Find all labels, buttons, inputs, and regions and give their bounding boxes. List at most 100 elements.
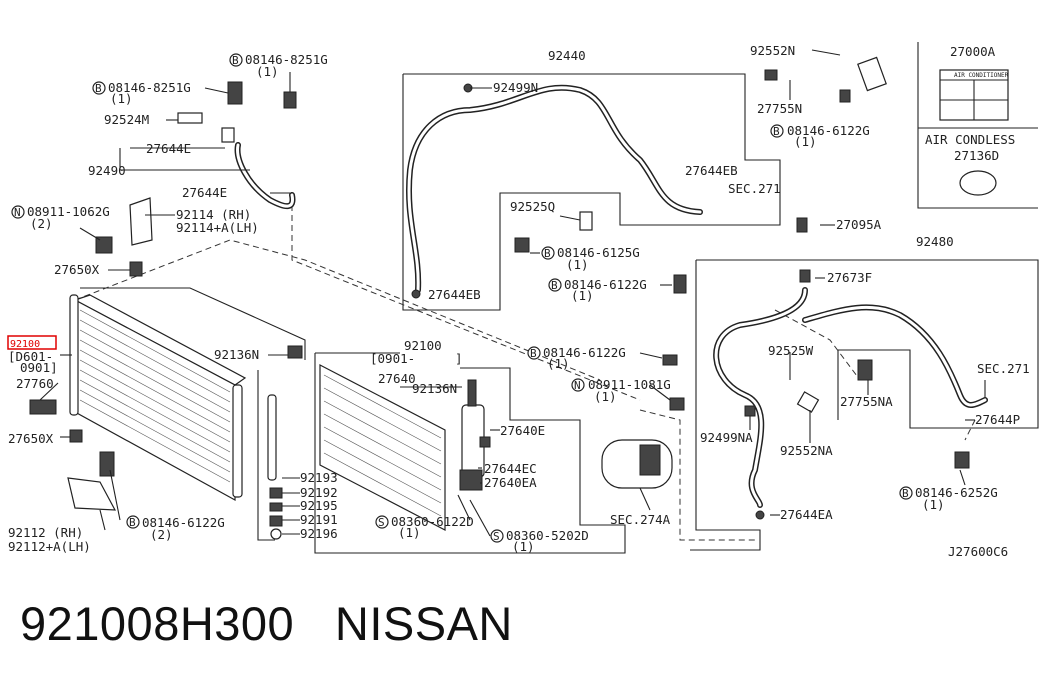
callout-92114[interactable]: 92114 (RH) <box>176 207 251 222</box>
callout-date-start: [D601- <box>8 349 53 364</box>
callout-92195[interactable]: 92195 <box>300 498 338 513</box>
callout-92499n[interactable]: 92499N <box>493 80 538 95</box>
callout-08146-6122g[interactable]: 08146-6122G <box>543 345 626 360</box>
callout-92136n[interactable]: 92136N <box>214 347 259 362</box>
callout-27644p[interactable]: 27644P <box>975 412 1020 427</box>
callout-92114a[interactable]: 92114+A(LH) <box>176 220 259 235</box>
callout-92112[interactable]: 92112 (RH) <box>8 525 83 540</box>
mark-b: B <box>129 516 136 529</box>
callout-qty: (1) <box>594 389 617 404</box>
condenser-left <box>69 294 277 502</box>
mark-b: B <box>551 279 558 292</box>
callout-qty: (1) <box>922 497 945 512</box>
highlight-box <box>7 335 57 350</box>
callout-27095a[interactable]: 27095A <box>836 217 882 232</box>
mark-b: B <box>232 54 239 67</box>
label-sticker-text: AIR CONDITIONER <box>954 72 1009 79</box>
callout-92480[interactable]: 92480 <box>916 234 954 249</box>
callout-27760[interactable]: 27760 <box>16 376 54 391</box>
mark-b: B <box>95 82 102 95</box>
callout-27755n[interactable]: 27755N <box>757 101 802 116</box>
callout-date-end: 0901] <box>20 360 58 375</box>
callout-qty: (2) <box>30 216 53 231</box>
condenser-center <box>319 364 485 531</box>
leader-lines <box>39 49 986 537</box>
callout-bracket: ] <box>455 351 463 366</box>
callout-08146-8251g[interactable]: 08146-8251G <box>108 80 191 95</box>
mark-b: B <box>544 247 551 260</box>
mark-s: S <box>378 516 385 529</box>
callout-08360-6122d[interactable]: 08360-6122D <box>391 514 474 529</box>
dashed-routes <box>74 205 976 541</box>
callout-27755na[interactable]: 27755NA <box>840 394 893 409</box>
callouts: 92100 [D601- 0901] 27760 27650X 27650X 9… <box>8 43 1030 559</box>
mark-n: N <box>14 206 21 219</box>
callout-92525w[interactable]: 92525W <box>768 343 814 358</box>
pipes <box>234 84 988 508</box>
callout-27650x[interactable]: 27650X <box>8 431 54 446</box>
callout-92525q[interactable]: 92525Q <box>510 199 555 214</box>
callout-08911-1062g[interactable]: 08911-1062G <box>27 204 110 219</box>
callout-27644ec[interactable]: 27644EC <box>484 461 537 476</box>
callout-92191[interactable]: 92191 <box>300 512 338 527</box>
callout-qty: (1) <box>110 91 133 106</box>
part-number: 921008H300 <box>20 597 295 650</box>
callout-27136d[interactable]: 27136D <box>954 148 999 163</box>
callout-92440[interactable]: 92440 <box>548 48 586 63</box>
mark-b: B <box>773 125 780 138</box>
diagram-code: J27600C6 <box>948 544 1008 559</box>
callout-92136n[interactable]: 92136N <box>412 381 457 396</box>
callout-27673f[interactable]: 27673F <box>827 270 872 285</box>
callout-27000a[interactable]: 27000A <box>950 44 996 59</box>
callout-08146-6122g[interactable]: 08146-6122G <box>142 515 225 530</box>
callout-qty: (1) <box>256 64 279 79</box>
callout-qty: (1) <box>571 288 594 303</box>
callout-qty: (1) <box>566 257 589 272</box>
callout-highlighted[interactable]: 92100 <box>10 339 40 350</box>
callout-92193[interactable]: 92193 <box>300 470 338 485</box>
callout-92524m[interactable]: 92524M <box>104 112 149 127</box>
callout-27644ea[interactable]: 27644EA <box>780 507 833 522</box>
callout-27640[interactable]: 27640 <box>378 371 416 386</box>
frame-lines <box>80 42 1039 554</box>
caption: 921008H300 NISSAN <box>20 596 513 651</box>
callout-92192[interactable]: 92192 <box>300 485 338 500</box>
callout-qty: (1) <box>547 356 570 371</box>
callout-92196[interactable]: 92196 <box>300 526 338 541</box>
callout-27650x[interactable]: 27650X <box>54 262 100 277</box>
callout-air-condless: AIR CONDLESS <box>925 132 1015 147</box>
callout-sec271[interactable]: SEC.271 <box>728 181 781 196</box>
prefix-marks: B B N B S S B B B B N B <box>11 53 913 543</box>
callout-92112a[interactable]: 92112+A(LH) <box>8 539 91 554</box>
small-parts <box>29 56 1009 540</box>
callout-date-start: [0901- <box>370 351 415 366</box>
diagram-svg: B B N B S S B B B B N B 92100 [D601- 090… <box>7 42 1039 559</box>
callout-08911-1081g[interactable]: 08911-1081G <box>588 377 671 392</box>
mark-s: S <box>493 530 500 543</box>
callout-sec274a[interactable]: SEC.274A <box>610 512 671 527</box>
callout-92499na[interactable]: 92499NA <box>700 430 753 445</box>
mark-n: N <box>574 379 581 392</box>
callout-08146-6122g[interactable]: 08146-6122G <box>564 277 647 292</box>
callout-92552na[interactable]: 92552NA <box>780 443 833 458</box>
callout-08146-6252g[interactable]: 08146-6252G <box>915 485 998 500</box>
brand-name: NISSAN <box>334 597 513 650</box>
callout-27640e[interactable]: 27640E <box>500 423 545 438</box>
callout-sec271[interactable]: SEC.271 <box>977 361 1030 376</box>
callout-92552n[interactable]: 92552N <box>750 43 795 58</box>
mark-b: B <box>530 347 537 360</box>
callout-27644eb[interactable]: 27644EB <box>428 287 481 302</box>
callout-08146-6122g[interactable]: 08146-6122G <box>787 123 870 138</box>
callout-92100[interactable]: 92100 <box>404 338 442 353</box>
callout-92490[interactable]: 92490 <box>88 163 126 178</box>
callout-08146-6125g[interactable]: 08146-6125G <box>557 245 640 260</box>
callout-27644e[interactable]: 27644E <box>182 185 227 200</box>
callout-27644eb[interactable]: 27644EB <box>685 163 738 178</box>
callout-qty: (1) <box>398 525 421 540</box>
callout-08146-8251g[interactable]: 08146-8251G <box>245 52 328 67</box>
callout-27644e[interactable]: 27644E <box>146 141 191 156</box>
callout-qty: (2) <box>150 527 173 542</box>
callout-27640ea[interactable]: 27640EA <box>484 475 537 490</box>
callout-08360-5202d[interactable]: 08360-5202D <box>506 528 589 543</box>
